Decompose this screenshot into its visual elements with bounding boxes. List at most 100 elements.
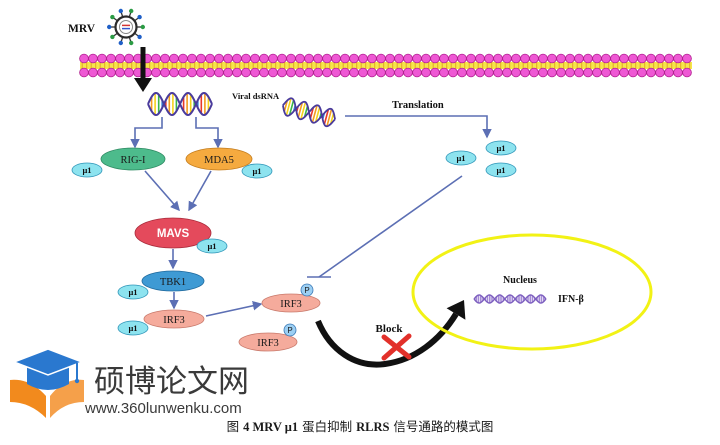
lipid-head bbox=[214, 53, 224, 64]
phospho-label: P bbox=[304, 286, 309, 295]
lipid-head bbox=[322, 53, 332, 64]
lipid-head bbox=[502, 53, 512, 64]
lipid-head bbox=[583, 67, 593, 78]
mu1-ellipse bbox=[445, 150, 477, 166]
lipid-head bbox=[637, 53, 647, 64]
lipid-head bbox=[394, 67, 404, 78]
lipid-head bbox=[331, 53, 341, 64]
mu1-label: μ1 bbox=[456, 153, 465, 163]
lipid-head bbox=[340, 67, 350, 78]
mda5-to-mavs-arrow bbox=[188, 170, 212, 212]
lipid-head bbox=[565, 67, 575, 78]
mavs-node: MAVS bbox=[134, 217, 212, 249]
block-x-stroke bbox=[381, 333, 412, 361]
lipid-head bbox=[520, 67, 530, 78]
mu1-ellipse bbox=[241, 163, 273, 179]
lipid-head bbox=[664, 67, 674, 78]
lipid-head bbox=[448, 53, 458, 64]
lipid-head bbox=[349, 67, 359, 78]
mrv-virion-icon bbox=[107, 8, 145, 46]
viral-dsrna-helix-2 bbox=[282, 97, 336, 128]
virus-spike-knob bbox=[140, 24, 145, 30]
mu1-protein: μ1 bbox=[71, 162, 103, 178]
dna-strand bbox=[147, 91, 213, 117]
lipid-head bbox=[457, 53, 467, 64]
lipid-head bbox=[232, 67, 242, 78]
lipid-head bbox=[520, 53, 530, 64]
lipid-head bbox=[592, 67, 602, 78]
caption-figure-id: 4 MRV μ1 bbox=[243, 420, 298, 434]
lipid-head bbox=[241, 67, 251, 78]
mu1-ellipse bbox=[485, 162, 517, 178]
translocation-arrow-body bbox=[315, 312, 459, 368]
virus-spike-knob bbox=[129, 8, 134, 14]
mda5-ellipse bbox=[185, 147, 253, 171]
virus-spike-knob bbox=[129, 40, 134, 46]
mu1-label: μ1 bbox=[252, 166, 261, 176]
lipid-head bbox=[178, 67, 188, 78]
caption-text-2: 信号通路的模式图 bbox=[393, 419, 493, 434]
mu1-protein: μ1 bbox=[485, 162, 517, 178]
watermark-site-name: 硕博论文网 bbox=[94, 364, 249, 400]
lipid-head bbox=[430, 67, 440, 78]
lipid-head bbox=[241, 53, 251, 64]
lipid-head bbox=[97, 67, 107, 78]
lipid-head bbox=[655, 53, 665, 64]
lipid-head bbox=[511, 53, 521, 64]
lipid-head bbox=[304, 67, 314, 78]
mu1-label: μ1 bbox=[207, 241, 216, 251]
lipid-head bbox=[259, 53, 269, 64]
lipid-head bbox=[295, 53, 305, 64]
lipid-head bbox=[277, 67, 287, 78]
lipid-head bbox=[484, 67, 494, 78]
lipid-head bbox=[619, 53, 629, 64]
lipid-head bbox=[457, 67, 467, 78]
base-pair bbox=[329, 112, 335, 125]
mu1-ellipse bbox=[196, 238, 228, 254]
base-pair bbox=[300, 101, 307, 120]
base-pair bbox=[323, 109, 330, 125]
nucleus-boundary bbox=[411, 233, 653, 351]
lipid-head bbox=[592, 53, 602, 64]
mu1-protein: μ1 bbox=[196, 238, 228, 254]
lipid-head bbox=[412, 67, 422, 78]
logo-cap-base bbox=[27, 366, 69, 390]
lipid-head bbox=[205, 67, 215, 78]
virus-core bbox=[119, 20, 133, 34]
tbk1-label: TBK1 bbox=[160, 277, 186, 288]
lipid-head bbox=[538, 67, 548, 78]
irf3-phosphorylation-arrow bbox=[205, 301, 263, 317]
lipid-head bbox=[682, 53, 692, 64]
caption-text-1: 蛋白抑制 bbox=[302, 419, 352, 434]
lipid-head bbox=[232, 53, 242, 64]
lipid-head bbox=[511, 67, 521, 78]
mu1-label: μ1 bbox=[128, 287, 137, 297]
lipid-head bbox=[367, 67, 377, 78]
viral-dsrna-label: Viral dsRNA bbox=[232, 91, 280, 101]
lipid-head bbox=[250, 67, 260, 78]
virus-spike-knob bbox=[118, 40, 123, 46]
lipid-head bbox=[529, 53, 539, 64]
lipid-head bbox=[160, 67, 170, 78]
lipid-head bbox=[439, 53, 449, 64]
mda5-label: MDA5 bbox=[204, 155, 234, 166]
irf3-node: IRF3 bbox=[143, 309, 205, 329]
lipid-head bbox=[502, 67, 512, 78]
irf3-phospho-node-2: IRF3 P bbox=[238, 323, 298, 352]
lipid-head bbox=[97, 53, 107, 64]
dna-strand bbox=[473, 294, 547, 304]
lipid-head bbox=[187, 53, 197, 64]
lipid-head bbox=[673, 53, 683, 64]
lipid-head bbox=[565, 53, 575, 64]
lipid-head bbox=[151, 67, 161, 78]
dsrna-to-mda5-arrow bbox=[195, 117, 223, 149]
lipid-head bbox=[88, 53, 98, 64]
lipid-head bbox=[358, 67, 368, 78]
dsrna-to-rig-i-arrow bbox=[130, 117, 163, 149]
lipid-head bbox=[214, 67, 224, 78]
virus-spike-knob bbox=[107, 24, 112, 30]
lipid-head bbox=[385, 67, 395, 78]
lipid-head bbox=[205, 53, 215, 64]
irf3-phospho-node: IRF3 P bbox=[261, 283, 321, 313]
